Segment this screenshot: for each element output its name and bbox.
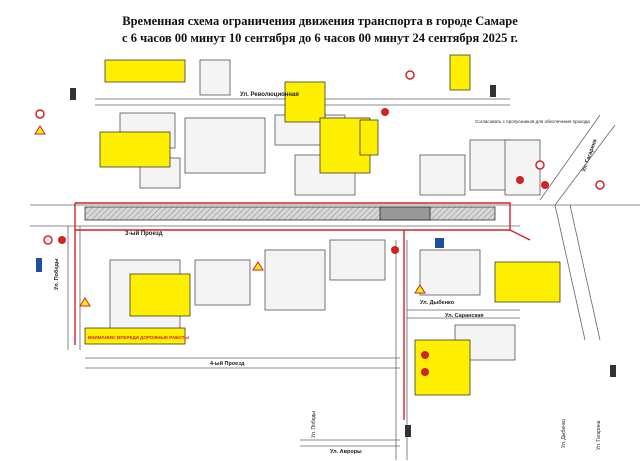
no-entry-sign-icon	[421, 368, 429, 376]
no-entry-sign-icon	[516, 176, 524, 184]
street-label-pobody: Ул. Победы	[53, 258, 60, 290]
work-zone-closed-section	[379, 206, 431, 221]
direction-sign-icon	[435, 238, 444, 248]
warning-sign-icon	[34, 125, 46, 135]
warning-works-note: ВНИМАНИЕ! ВПЕРЕДИ ДОРОЖНЫЕ РАБОТЫ	[88, 335, 190, 340]
traffic-light-icon	[490, 85, 496, 97]
street-label-proezd3: 3-ый Проезд	[125, 230, 163, 237]
direction-sign-icon	[36, 258, 42, 272]
closure-boundary	[74, 202, 531, 420]
warning-sign-icon	[414, 284, 426, 294]
scheme-title-line2: с 6 часов 00 минут 10 сентября до 6 часо…	[122, 31, 518, 45]
info-boxes	[84, 54, 561, 396]
no-entry-sign-icon	[381, 108, 389, 116]
street-label-dybenko-bottom: Ул. Дыбенко	[561, 419, 567, 448]
no-entry-sign-icon	[58, 236, 66, 244]
street-label-proezd4: 4-ый Проезд	[210, 360, 245, 367]
street-label-saranskaya: Ул. Саранская	[445, 313, 484, 319]
warning-sign-icon	[79, 297, 91, 307]
work-zone	[84, 206, 496, 221]
road-outlines	[30, 98, 640, 460]
road-signs	[34, 70, 616, 437]
street-label-pobody-bottom: Ул. Победы	[311, 411, 317, 438]
street-label-gagarina: Ул. Гагарина	[581, 138, 599, 173]
no-entry-sign-icon	[421, 351, 429, 359]
street-label-avrory: Ул. Авроры	[330, 449, 362, 455]
prohibition-sign-icon	[535, 160, 545, 170]
no-entry-sign-icon	[541, 181, 549, 189]
street-label-gagarina-bottom: Ул. Гагарина	[596, 420, 602, 450]
warning-sign-icon	[252, 261, 264, 271]
traffic-light-icon	[405, 425, 411, 437]
no-entry-sign-icon	[391, 246, 399, 254]
no-entry-sign-icon	[43, 235, 53, 245]
pedestrian-note: Согласовать с пропускников для обеспечен…	[475, 119, 590, 124]
street-label-revolutsionnaya: Ул. Революционная	[240, 92, 299, 98]
traffic-light-icon	[610, 365, 616, 377]
prohibition-sign-icon	[405, 70, 415, 80]
traffic-light-icon	[70, 88, 76, 100]
prohibition-sign-icon	[595, 180, 605, 190]
scheme-title-line1: Временная схема ограничения движения тра…	[122, 14, 518, 28]
street-label-dybenko: Ул. Дыбенко	[420, 299, 455, 306]
prohibition-sign-icon	[35, 109, 45, 119]
